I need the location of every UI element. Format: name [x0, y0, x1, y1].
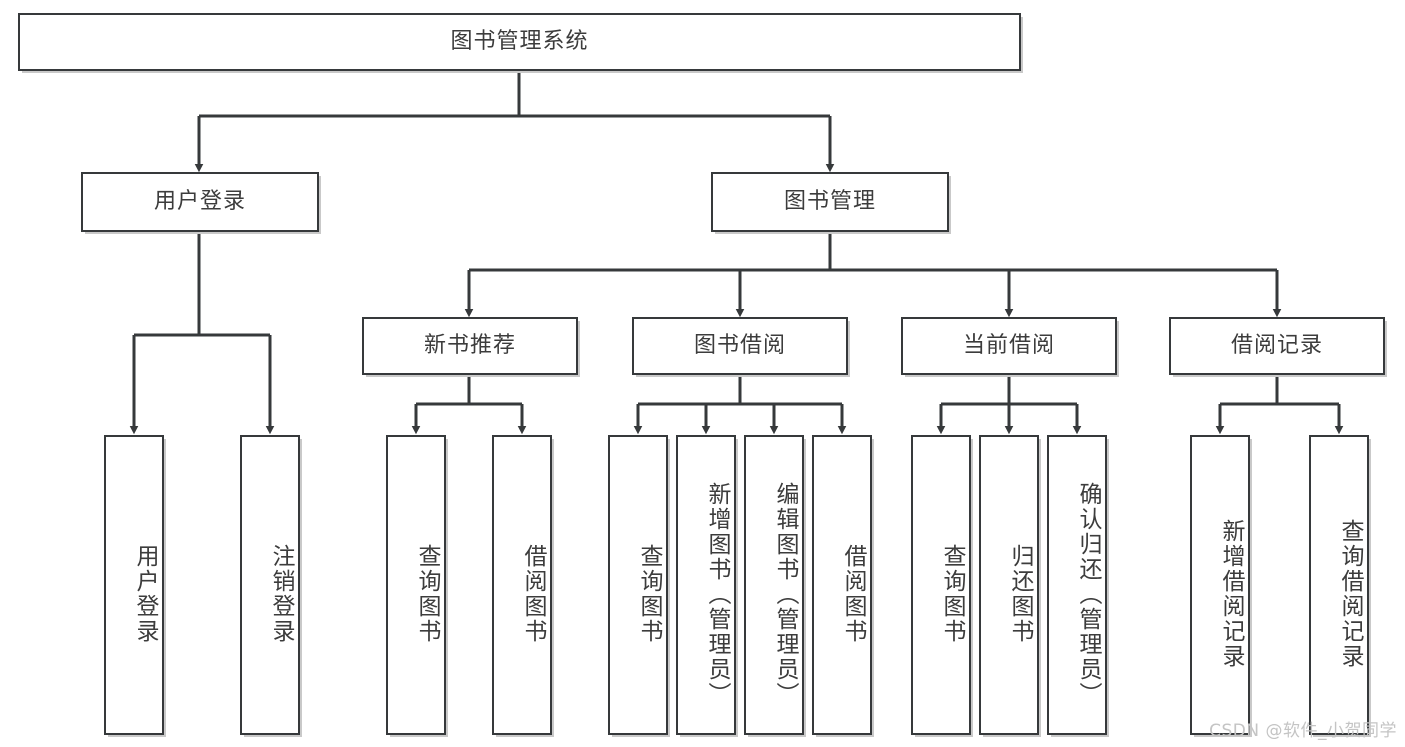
leaf-recommend-query-book[interactable]: 查询图书 — [386, 435, 446, 735]
node-label: 当前借阅 — [962, 332, 1055, 358]
node-user-login[interactable]: 用户登录 — [81, 172, 319, 232]
node-label: 用户登录 — [153, 188, 246, 214]
node-label: 借阅图书 — [840, 544, 866, 644]
leaf-borrow-add-book-admin[interactable]: 新增图书（管理员） — [676, 435, 736, 735]
node-label: 用户登录 — [132, 544, 158, 644]
leaf-user-login[interactable]: 用户登录 — [104, 435, 164, 735]
leaf-current-query-book[interactable]: 查询图书 — [911, 435, 971, 735]
node-label: 归还图书 — [1007, 544, 1033, 644]
node-label: 注销登录 — [268, 544, 294, 644]
node-label: 确认归还（管理员） — [1075, 481, 1101, 707]
node-borrow-record[interactable]: 借阅记录 — [1169, 317, 1385, 375]
leaf-recommend-borrow-book[interactable]: 借阅图书 — [492, 435, 552, 735]
node-label: 图书借阅 — [693, 332, 786, 358]
node-label: 借阅图书 — [520, 544, 546, 644]
leaf-record-query-borrow-record[interactable]: 查询借阅记录 — [1309, 435, 1369, 735]
leaf-borrow-borrow-book[interactable]: 借阅图书 — [812, 435, 872, 735]
leaf-current-confirm-return-admin[interactable]: 确认归还（管理员） — [1047, 435, 1107, 735]
node-label: 图书管理系统 — [450, 28, 589, 54]
node-label: 查询图书 — [414, 544, 440, 644]
node-label: 新书推荐 — [423, 332, 516, 358]
node-label: 查询图书 — [939, 544, 965, 644]
leaf-current-return-book[interactable]: 归还图书 — [979, 435, 1039, 735]
node-label: 查询图书 — [636, 544, 662, 644]
leaf-logout-login[interactable]: 注销登录 — [240, 435, 300, 735]
leaf-record-add-borrow-record[interactable]: 新增借阅记录 — [1190, 435, 1250, 735]
node-label: 借阅记录 — [1230, 332, 1323, 358]
node-label: 新增图书（管理员） — [704, 481, 730, 707]
node-label: 编辑图书（管理员） — [772, 481, 798, 707]
node-label: 图书管理 — [783, 188, 876, 214]
node-label: 查询借阅记录 — [1337, 519, 1363, 669]
node-label: 新增借阅记录 — [1218, 519, 1244, 669]
node-current-borrow[interactable]: 当前借阅 — [901, 317, 1117, 375]
leaf-borrow-edit-book-admin[interactable]: 编辑图书（管理员） — [744, 435, 804, 735]
node-root-book-management-system[interactable]: 图书管理系统 — [18, 13, 1021, 71]
node-book-management[interactable]: 图书管理 — [711, 172, 949, 232]
leaf-borrow-query-book[interactable]: 查询图书 — [608, 435, 668, 735]
node-new-book-recommend[interactable]: 新书推荐 — [362, 317, 578, 375]
node-book-borrow[interactable]: 图书借阅 — [632, 317, 848, 375]
watermark-text: CSDN @软件_小贺同学 — [1209, 721, 1397, 741]
